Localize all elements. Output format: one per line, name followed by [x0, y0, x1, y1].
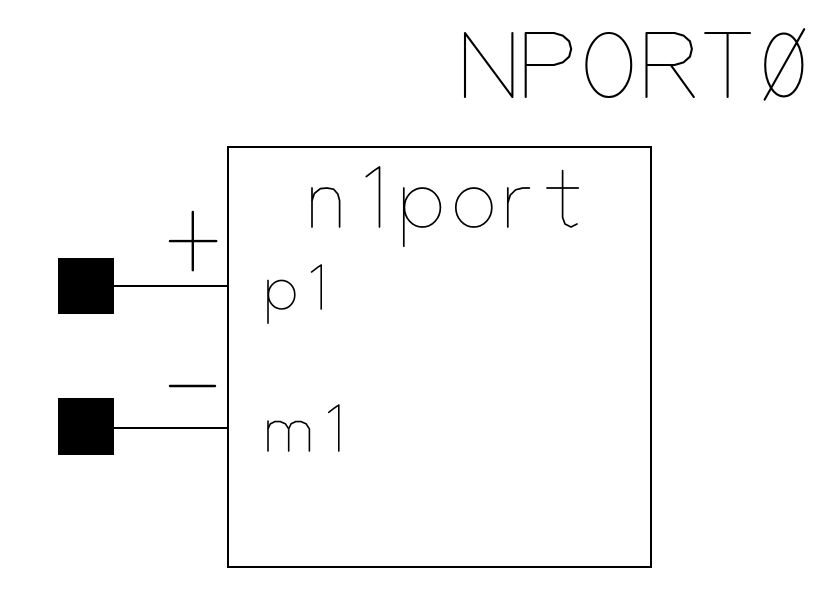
pin-label-p1[interactable]: [267, 264, 323, 324]
pin-m1[interactable]: [58, 384, 340, 455]
cell-name-label[interactable]: [311, 166, 580, 248]
pin-p1[interactable]: [58, 210, 323, 324]
pin-label-m1[interactable]: [267, 404, 340, 452]
instance-name-label[interactable]: [463, 28, 806, 101]
pin-square-m1[interactable]: [58, 398, 114, 455]
symbol-body-outline[interactable]: [227, 146, 652, 568]
pin-square-p1[interactable]: [58, 258, 114, 314]
plus-icon: [168, 210, 218, 272]
